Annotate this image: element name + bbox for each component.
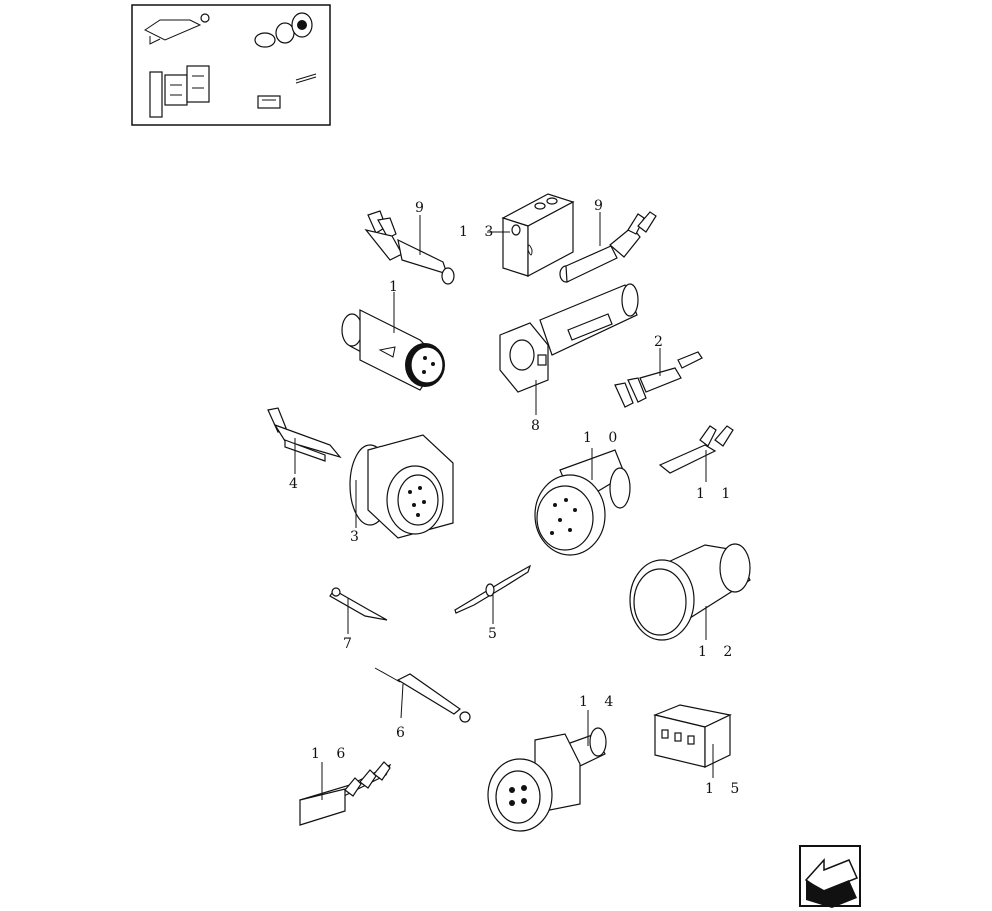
callout-1: 1 <box>389 279 404 295</box>
callout-11: 1 1 <box>696 486 736 502</box>
callout-5: 5 <box>488 626 503 642</box>
part-11-socket-contact <box>658 425 734 482</box>
part-14-panel-plug <box>487 710 607 832</box>
callout-8: 8 <box>531 418 546 434</box>
assembly-overview-thumbnail-icon[interactable] <box>131 4 331 126</box>
callout-15: 1 5 <box>705 781 745 797</box>
part-10-plug <box>534 448 631 556</box>
part-6-extraction-tool <box>374 667 471 723</box>
part-1-cylinder-connector <box>341 292 445 391</box>
part-9-contact-left <box>364 210 455 285</box>
part-3-flange-receptacle <box>349 434 454 539</box>
callout-4: 4 <box>289 476 304 492</box>
callout-16: 1 6 <box>311 746 351 762</box>
callout-13: 1 3 <box>459 224 499 240</box>
callout-12: 1 2 <box>698 644 738 660</box>
callout-9-right: 9 <box>594 198 609 214</box>
part-2-pin-contact <box>614 348 703 408</box>
part-7-pin <box>329 587 388 634</box>
callout-2: 2 <box>654 334 669 350</box>
previous-page-arrow-icon[interactable] <box>799 845 861 908</box>
part-5-pin <box>454 564 532 624</box>
callout-3: 3 <box>350 529 365 545</box>
part-8-connector-shell <box>499 283 639 415</box>
part-4-socket-contact <box>267 407 342 474</box>
part-15-housing <box>653 704 732 778</box>
part-16-terminal-strip <box>299 761 392 826</box>
part-13-housing-block <box>487 193 575 277</box>
callout-7: 7 <box>343 636 358 652</box>
callout-6: 6 <box>396 725 411 741</box>
part-9-contact-right <box>559 211 657 283</box>
part-12-backshell <box>629 543 751 641</box>
callout-9-left: 9 <box>415 200 430 216</box>
callout-10: 1 0 <box>583 430 623 446</box>
callout-14: 1 4 <box>579 694 619 710</box>
